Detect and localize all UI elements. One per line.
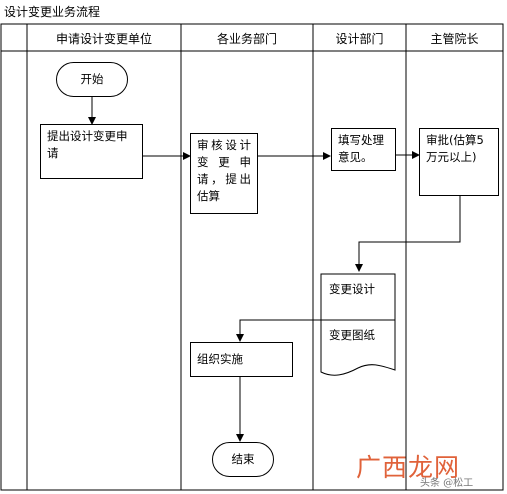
lane-header-design-dept: 设计部门 bbox=[335, 32, 384, 46]
watermark-credit: 头条 @松工 bbox=[420, 478, 474, 489]
review-node: 审核设计变更申请，提出估算 bbox=[190, 133, 258, 214]
design-change-label: 变更设计 bbox=[329, 282, 375, 296]
implement-node: 组织实施 bbox=[190, 342, 293, 377]
end-node: 结束 bbox=[212, 442, 274, 477]
lane-header-departments: 各业务部门 bbox=[216, 32, 277, 46]
opinion-node: 填写处理意见。 bbox=[331, 128, 396, 171]
lane-header-applicant: 申请设计变更单位 bbox=[55, 32, 152, 46]
start-node: 开始 bbox=[56, 62, 128, 97]
change-drawing-label: 变更图纸 bbox=[329, 328, 375, 342]
diagram-title: 设计变更业务流程 bbox=[4, 5, 101, 19]
apply-change-node: 提出设计变更申请 bbox=[40, 124, 143, 179]
watermark-brand: 广西龙网 bbox=[356, 453, 461, 482]
approve-node: 审批(估算5万元以上) bbox=[419, 128, 499, 196]
change-drawing-doc-shape bbox=[320, 273, 396, 376]
lane-header-director: 主管院长 bbox=[430, 32, 479, 46]
